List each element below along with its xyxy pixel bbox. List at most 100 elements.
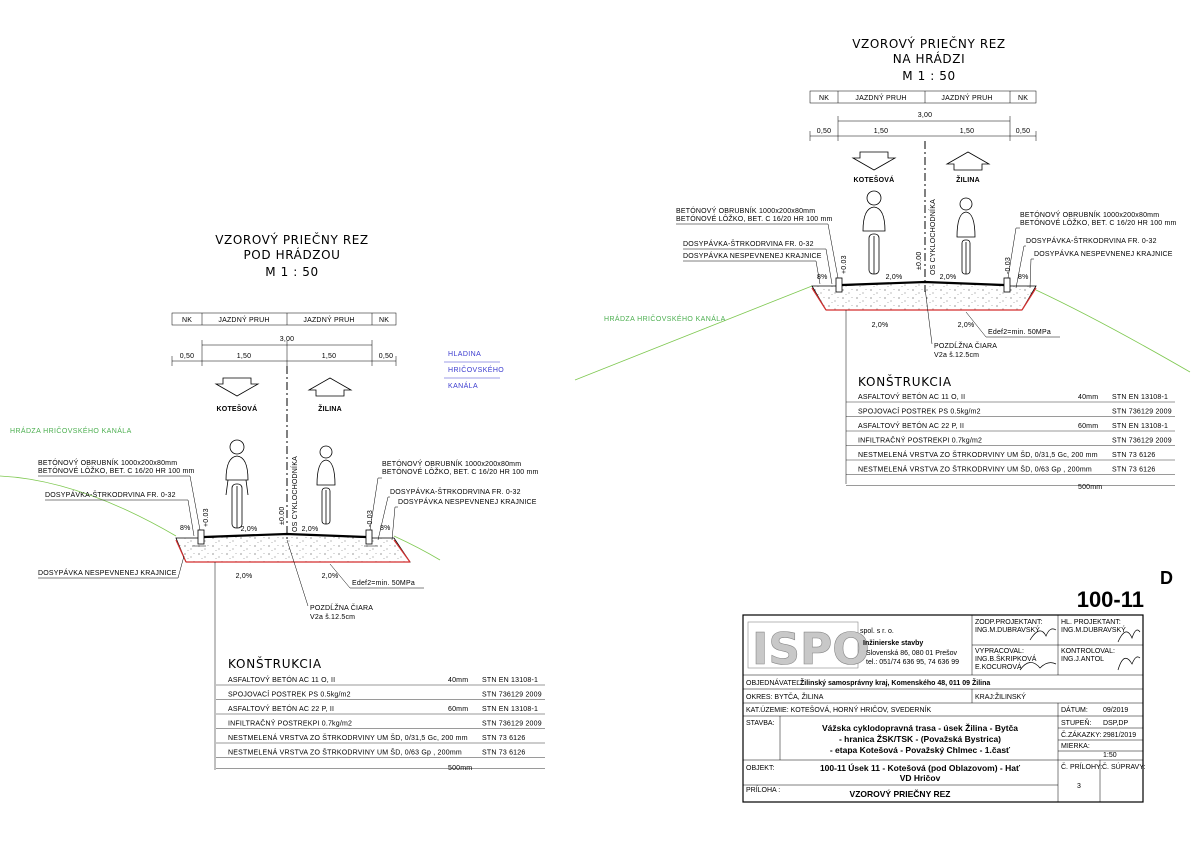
layer-name: ASFALTOVÝ BETÓN AC 22 P, II xyxy=(228,704,334,713)
hl-name: ING.M.DUBRAVSKÝ xyxy=(1061,625,1126,634)
mierka-label: MIERKA: xyxy=(1061,743,1090,750)
kraj: KRAJ:ŽILINSKÝ xyxy=(975,692,1026,701)
left-direction-zilina: ŽILINA xyxy=(318,404,342,413)
title-block: ISPO spol. s r. o. Inžinierske stavby Sl… xyxy=(742,614,1145,803)
right-lane-header-lane-2: JAZDNÝ PRUH xyxy=(941,93,992,102)
signature-hl xyxy=(1117,629,1141,643)
right-slope-top-left: 2,0% xyxy=(886,274,903,281)
datum-value: 09/2019 xyxy=(1103,707,1128,714)
right-arrow-up-icon xyxy=(945,151,991,171)
left-title-1: VZOROVÝ PRIEČNY REZ xyxy=(215,232,369,247)
vyprac-name-1: ING.B.ŠKRIPKOVÁ xyxy=(975,654,1037,663)
left-axis-label: OS CYKLOCHODNÍKA xyxy=(290,456,299,532)
right-axis-label: OS CYKLOCHODNÍKA xyxy=(928,199,937,275)
left-total: 500mm xyxy=(448,765,472,772)
right-scale: M 1 : 50 xyxy=(902,69,956,83)
right-width-1: 0,50 xyxy=(817,128,831,135)
left-slope-bottom-right: 2,0% xyxy=(322,573,339,580)
right-lane-header-nk-2: NK xyxy=(1018,95,1028,102)
left-note-verge-1: DOSYPÁVKA NESPEVNENEJ KRAJNICE xyxy=(38,568,177,577)
right-total: 500mm xyxy=(1078,484,1102,491)
layer-standard: STN EN 13108-1 xyxy=(482,677,538,684)
company-phone: tel.: 051/74 636 95, 74 636 99 xyxy=(866,659,959,666)
right-title-1: VZOROVÝ PRIEČNY REZ xyxy=(852,36,1006,51)
layer-name: INFILTRAČNÝ POSTREKPI 0.7kg/m2 xyxy=(228,719,352,728)
stavba-label: STAVBA: xyxy=(746,720,775,727)
stupen-value: DSP,DP xyxy=(1103,720,1128,727)
drawing-number: 100-11 xyxy=(1077,587,1144,612)
left-arrow-up-icon xyxy=(307,377,353,397)
okres: OKRES: BYTČA, ŽILINA xyxy=(746,692,824,701)
water-label-3: KANÁLA xyxy=(448,381,478,390)
right-right-note-curb: BETÓNOVÝ OBRUBNÍK 1000x200x80mm xyxy=(1020,210,1159,219)
left-axis-height: ±0.00 xyxy=(279,507,286,525)
company-logo xyxy=(747,621,859,669)
right-verge-slope-right: 8% xyxy=(1018,274,1029,281)
left-cross-section: VZOROVÝ PRIEČNY REZ POD HRÁDZOU M 1 : 50… xyxy=(0,232,545,772)
right-construction-title: KONŠTRUKCIA xyxy=(858,374,952,389)
left-slope-top-right: 2,0% xyxy=(302,526,319,533)
layer-name: NESTMELENÁ VRSTVA ZO ŠTRKODRVINY UM ŠD, … xyxy=(858,450,1098,459)
left-lane-header-nk-1: NK xyxy=(182,317,192,324)
right-embankment-label: HRÁDZA HRIČOVSKÉHO KANÁLA xyxy=(604,314,726,323)
layer-name: ASFALTOVÝ BETÓN AC 11 O, II xyxy=(858,392,965,401)
layer-name: NESTMELENÁ VRSTVA ZO ŠTRKODRVINY UM ŠD, … xyxy=(228,748,462,757)
stavba-line-1: Vážska cyklodopravná trasa - úsek Žilina… xyxy=(822,722,1018,733)
right-width-4: 0,50 xyxy=(1016,128,1030,135)
left-lane-header-nk-2: NK xyxy=(379,317,389,324)
objekt-label: OBJEKT: xyxy=(746,765,774,772)
right-right-note-fill: DOSYPÁVKA-ŠTRKODRVINA FR. 0-32 xyxy=(1026,236,1157,245)
right-width-3: 1,50 xyxy=(960,128,974,135)
mierka-value: 1:50 xyxy=(1103,752,1117,759)
left-note-bed-1: BETÓNOVÉ LÔŽKO, BET. C 16/20 HR 100 mm xyxy=(38,466,195,475)
stavba-line-2: - hranica ŽSK/TSK - (Považská Bystrica) xyxy=(839,733,1001,744)
left-lane-header-lane-1: JAZDNÝ PRUH xyxy=(218,315,269,324)
objekt-line-1: 100-11 Úsek 11 - Kotešová (pod Oblazovom… xyxy=(820,762,1021,773)
right-slope-bottom-right: 2,0% xyxy=(958,322,975,329)
left-lane-header-frame xyxy=(171,312,397,326)
layer-name: NESTMELENÁ VRSTVA ZO ŠTRKODRVINY UM ŠD, … xyxy=(858,465,1092,474)
objekt-line-2: VD Hričov xyxy=(900,773,941,783)
right-note-fill-1: DOSYPÁVKA-ŠTRKODRVINA FR. 0-32 xyxy=(390,487,521,496)
right-height-left: +0.03 xyxy=(841,255,848,274)
kontrol-label: KONTROLOVAL: xyxy=(1061,648,1115,655)
right-note-bed-1: BETÓNOVÉ LÔŽKO, BET. C 16/20 HR 100 mm xyxy=(382,467,539,476)
logo-suffix: spol. s r. o. xyxy=(860,628,894,635)
signature-vyprac xyxy=(1019,662,1057,671)
layer-name: SPOJOVACÍ POSTREK PS 0.5kg/m2 xyxy=(228,690,351,699)
prilohy-label: Č. PRÍLOHY: xyxy=(1061,762,1102,771)
right-note-curb-1: BETÓNOVÝ OBRUBNÍK 1000x200x80mm xyxy=(382,459,521,468)
left-lane-header-lane-2: JAZDNÝ PRUH xyxy=(303,315,354,324)
supravy-label: Č. SÚPRAVY: xyxy=(1102,762,1145,771)
prilohy-value: 3 xyxy=(1077,783,1081,790)
kontrol-name: ING.J.ANTOL xyxy=(1061,656,1104,663)
left-cyclist-2-icon xyxy=(316,445,336,525)
right-axis-height: ±0.00 xyxy=(916,252,923,270)
obj-value: Žilinský samosprávny kraj, Komenského 48… xyxy=(800,678,990,687)
obj-label: OBJEDNÁVATEĽ: xyxy=(746,678,802,687)
right-title-2: NA HRÁDZI xyxy=(893,51,965,66)
layer-name: ASFALTOVÝ BETÓN AC 11 O, II xyxy=(228,675,335,684)
left-construction-title: KONŠTRUKCIA xyxy=(228,656,322,671)
right-direction-zilina: ŽILINA xyxy=(956,175,980,184)
layer-row: NESTMELENÁ VRSTVA ZO ŠTRKODRVINY UM ŠD, … xyxy=(216,748,545,758)
right-arrow-down-icon xyxy=(851,151,897,171)
layer-standard: STN 736129 2009 xyxy=(482,721,542,728)
left-embankment-line xyxy=(0,475,177,537)
vyprac-label: VYPRACOVAL: xyxy=(975,648,1024,655)
right-embankment-line xyxy=(574,285,813,381)
right-left-note-verge: DOSYPÁVKA NESPEVNENEJ KRAJNICE xyxy=(683,251,822,260)
layer-standard: STN 736129 2009 xyxy=(1112,409,1172,416)
right-right-note-verge: DOSYPÁVKA NESPEVNENEJ KRAJNICE xyxy=(1034,249,1173,258)
left-verge-slope-right: 8% xyxy=(380,525,391,532)
right-pavement-structure xyxy=(811,277,1037,311)
left-height-left: +0.03 xyxy=(203,508,210,527)
layer-standard: STN 73 6126 xyxy=(1112,467,1155,474)
left-width-2: 1,50 xyxy=(237,353,251,360)
right-line-label-1: POZDĹŽNA ČIARA xyxy=(934,341,997,350)
